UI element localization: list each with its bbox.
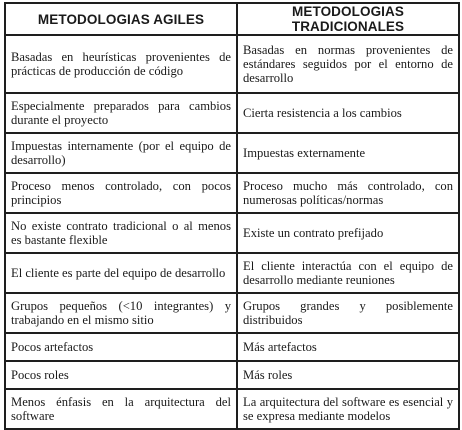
traditional-cell: Impuestas externamente bbox=[236, 132, 460, 174]
traditional-cell: Grupos grandes y posiblemente distribuid… bbox=[236, 292, 460, 334]
traditional-cell: El cliente interactúa con el equipo de d… bbox=[236, 252, 460, 294]
agile-cell: Pocos artefactos bbox=[4, 332, 238, 362]
table-row: Pocos artefactos Más artefactos bbox=[4, 332, 460, 362]
traditional-cell: La arquitectura del software es esencial… bbox=[236, 388, 460, 430]
traditional-cell: Basadas en normas provenientes de estánd… bbox=[236, 34, 460, 94]
traditional-cell: Cierta resistencia a los cambios bbox=[236, 92, 460, 134]
agile-cell: No existe contrato tradicional o al meno… bbox=[4, 212, 238, 254]
table-row: Basadas en heurísticas provenientes de p… bbox=[4, 34, 460, 94]
methodology-comparison-table: METODOLOGIAS AGILES METODOLOGIAS TRADICI… bbox=[4, 2, 460, 430]
agile-cell: Impuestas internamente (por el equipo de… bbox=[4, 132, 238, 174]
agile-cell: Pocos roles bbox=[4, 360, 238, 390]
table-row: Grupos pequeños (<10 integrantes) y trab… bbox=[4, 292, 460, 334]
agile-cell: Basadas en heurísticas provenientes de p… bbox=[4, 34, 238, 94]
agile-cell: Especialmente preparados para cambios du… bbox=[4, 92, 238, 134]
agile-cell: Menos énfasis en la arquitectura del sof… bbox=[4, 388, 238, 430]
table-header-row: METODOLOGIAS AGILES METODOLOGIAS TRADICI… bbox=[4, 2, 460, 36]
traditional-cell: Proceso mucho más controlado, con numero… bbox=[236, 172, 460, 214]
comparison-table-container: METODOLOGIAS AGILES METODOLOGIAS TRADICI… bbox=[4, 2, 460, 430]
traditional-cell: Más roles bbox=[236, 360, 460, 390]
traditional-cell: Más artefactos bbox=[236, 332, 460, 362]
header-agile-methodologies: METODOLOGIAS AGILES bbox=[4, 2, 238, 36]
table-row: Especialmente preparados para cambios du… bbox=[4, 92, 460, 134]
table-row: El cliente es parte del equipo de desarr… bbox=[4, 252, 460, 294]
table-row: Impuestas internamente (por el equipo de… bbox=[4, 132, 460, 174]
agile-cell: Grupos pequeños (<10 integrantes) y trab… bbox=[4, 292, 238, 334]
agile-cell: El cliente es parte del equipo de desarr… bbox=[4, 252, 238, 294]
header-traditional-methodologies: METODOLOGIAS TRADICIONALES bbox=[236, 2, 460, 36]
table-row: No existe contrato tradicional o al meno… bbox=[4, 212, 460, 254]
table-row: Pocos roles Más roles bbox=[4, 360, 460, 390]
table-row: Menos énfasis en la arquitectura del sof… bbox=[4, 388, 460, 430]
table-row: Proceso menos controlado, con pocos prin… bbox=[4, 172, 460, 214]
agile-cell: Proceso menos controlado, con pocos prin… bbox=[4, 172, 238, 214]
traditional-cell: Existe un contrato prefijado bbox=[236, 212, 460, 254]
